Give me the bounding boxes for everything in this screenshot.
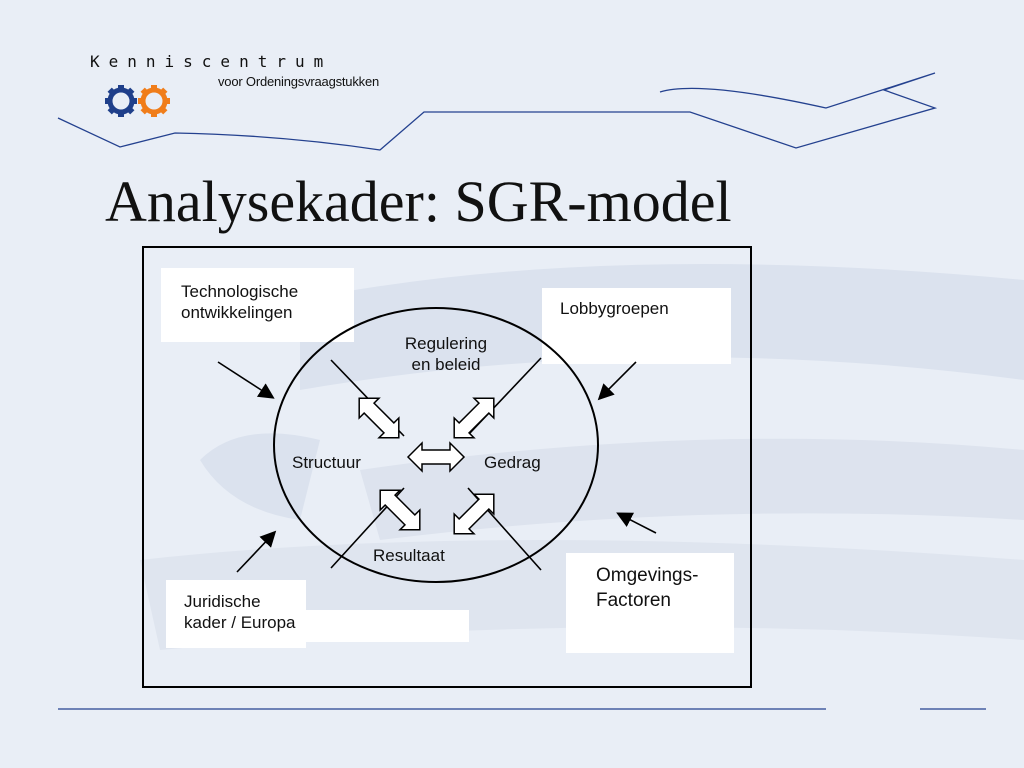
header-wave-line xyxy=(57,72,938,151)
factor-label-lobby-text: Lobbygroepen xyxy=(560,299,669,318)
double-arrow-nw-icon xyxy=(358,397,400,439)
center-label-regulation: Regulering en beleid xyxy=(386,333,506,375)
gear-blue-icon xyxy=(105,85,137,117)
factor-label-lobby: Lobbygroepen xyxy=(560,298,669,319)
double-arrow-se-icon xyxy=(453,493,495,535)
double-arrow-sw-icon xyxy=(379,489,421,531)
diagram-frame xyxy=(142,246,752,688)
bg-swoosh-left xyxy=(200,433,320,520)
arrow-lobby xyxy=(597,361,637,401)
bg-swoosh-middle xyxy=(360,438,1024,540)
slide-title: Analysekader: SGR-model xyxy=(105,169,732,234)
arrow-legal xyxy=(236,530,277,573)
factor-label-legal-text: Juridische kader / Europa xyxy=(184,592,296,632)
factor-label-environment-text: Omgevings- Factoren xyxy=(596,565,699,611)
factor-box-environment xyxy=(566,553,734,653)
sgr-circle xyxy=(273,307,599,583)
center-label-regulation-text: Regulering en beleid xyxy=(404,334,488,374)
center-label-result: Resultaat xyxy=(373,546,445,565)
logo-gears-icon xyxy=(105,85,170,117)
factor-label-technology: Technologische ontwikkelingen xyxy=(181,281,298,323)
center-label-behaviour: Gedrag xyxy=(484,453,541,472)
factor-label-technology-text: Technologische ontwikkelingen xyxy=(181,282,299,322)
factor-box-lobby xyxy=(542,288,731,364)
logo-wordmark: Kenniscentrum xyxy=(90,52,333,71)
factor-box-technology xyxy=(161,268,354,342)
factor-box-legal xyxy=(166,580,306,648)
factor-label-legal: Juridische kader / Europa xyxy=(184,591,296,633)
factor-box-legal-extension xyxy=(306,610,469,642)
arrow-environment xyxy=(616,512,657,534)
factor-label-environment: Omgevings- Factoren xyxy=(596,563,698,613)
logo-subtitle: voor Ordeningsvraagstukken xyxy=(218,74,380,89)
double-arrow-ne-icon xyxy=(453,397,495,439)
arrow-technology xyxy=(217,361,275,399)
gear-orange-icon xyxy=(138,85,170,117)
center-label-structure: Structuur xyxy=(292,453,361,472)
double-arrow-center-icon xyxy=(406,441,466,473)
